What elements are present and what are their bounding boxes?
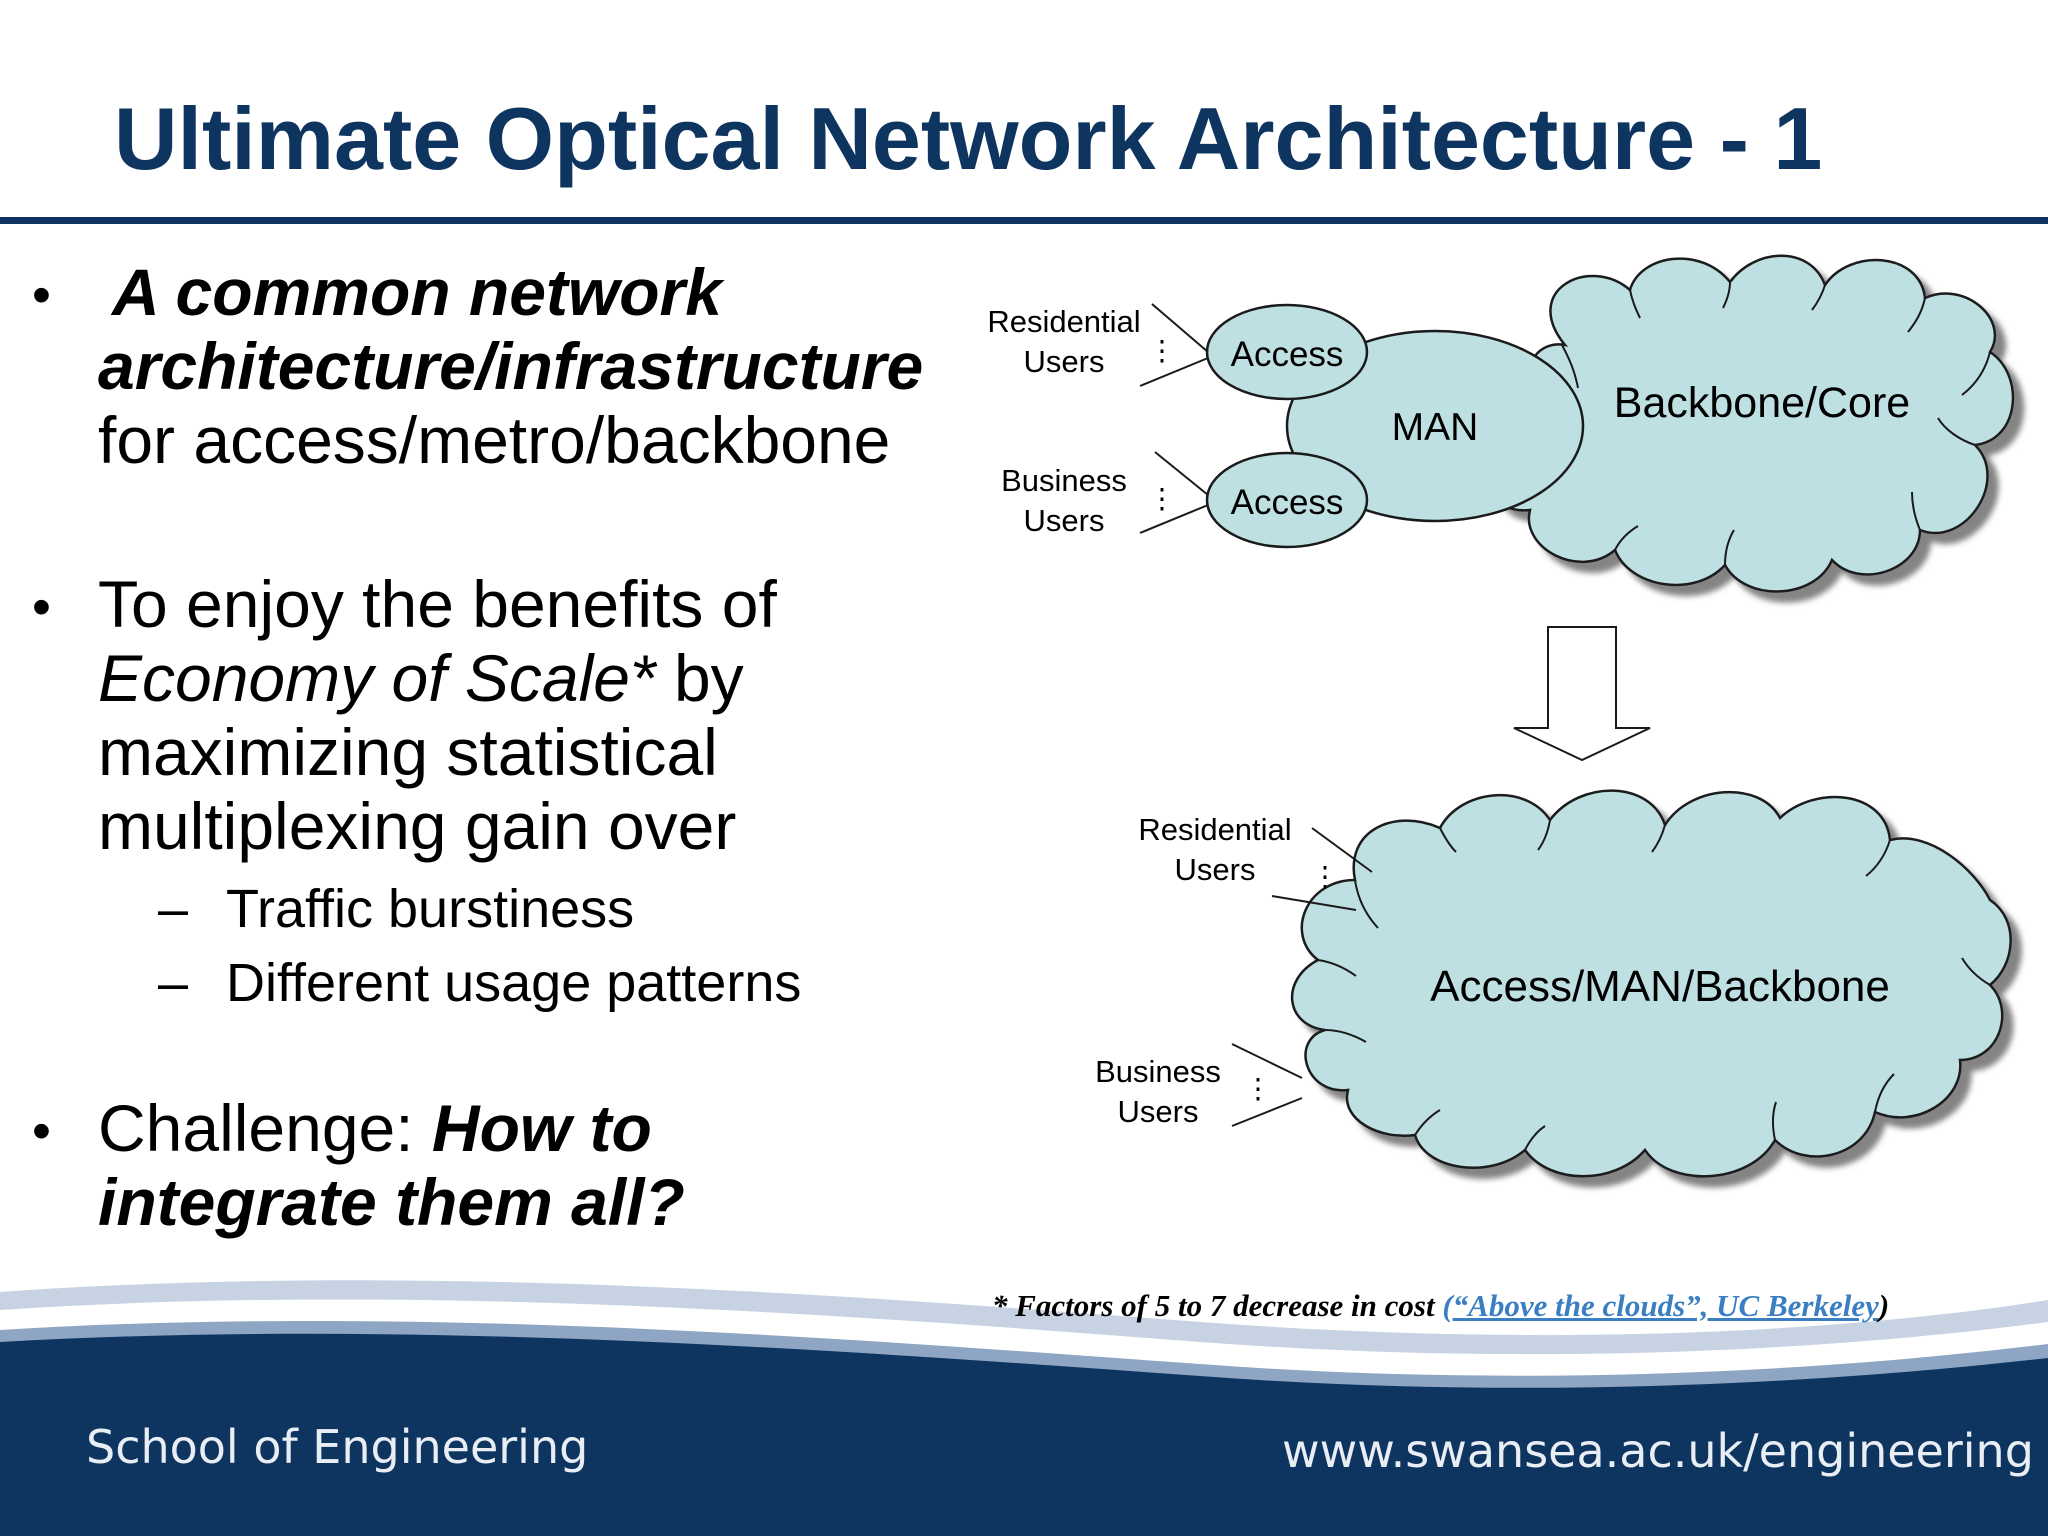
- bullet-list: • A common network architecture/infrastr…: [0, 0, 960, 1260]
- bullet-3-question-start: How to: [431, 1091, 652, 1165]
- bullet-2-line-2: Economy of Scale* by: [98, 640, 744, 716]
- slide-title: Ultimate Optical Network Architecture - …: [114, 89, 1823, 188]
- footer-school-name: School of Engineering: [86, 1420, 589, 1474]
- business-users-label-top-1: Business: [1001, 463, 1127, 498]
- bullet-marker: •: [32, 265, 51, 325]
- bullet-3-line-2: integrate them all?: [98, 1165, 685, 1239]
- bottom-network-diagram: Access/MAN/Backbone Residential Users Bu…: [1095, 789, 2012, 1178]
- sub-bullet-usage-patterns: Different usage patterns: [226, 953, 802, 1013]
- sub-bullet-dash: –: [158, 879, 189, 939]
- unified-network-label: Access/MAN/Backbone: [1430, 962, 1890, 1011]
- bullet-1-line-3: for access/metro/backbone: [98, 403, 891, 477]
- sub-bullet-traffic-burstiness: Traffic burstiness: [226, 879, 635, 939]
- footnote-text: * Factors of 5 to 7 decrease in cost: [992, 1288, 1443, 1323]
- unified-network-cloud: [1291, 789, 2012, 1178]
- business-users-label-bottom-1: Business: [1095, 1054, 1221, 1089]
- footnote-close: ): [1878, 1288, 1890, 1323]
- residential-users-label-top-1: Residential: [987, 304, 1140, 339]
- residential-users-label-top-2: Users: [1024, 344, 1105, 379]
- bullet-1-line-2: architecture/infrastructure: [98, 329, 924, 403]
- bullet-marker: •: [32, 577, 51, 637]
- bullet-3-line-1: Challenge: How to: [98, 1090, 652, 1166]
- ellipsis-icon: ⋮: [1311, 861, 1339, 892]
- bullet-2-line-3: maximizing statistical: [98, 715, 718, 789]
- man-label: MAN: [1392, 406, 1479, 449]
- footnote: * Factors of 5 to 7 decrease in cost (“A…: [992, 1288, 1889, 1324]
- residential-users-label-bottom-1: Residential: [1138, 812, 1291, 847]
- bullet-2-line-2-rest: by: [655, 641, 744, 715]
- bullet-2-line-4: multiplexing gain over: [98, 789, 737, 863]
- sub-bullet-dash: –: [158, 953, 189, 1013]
- ellipsis-icon: ⋮: [1244, 1073, 1272, 1104]
- bullet-2-line-1: To enjoy the benefits of: [98, 567, 777, 641]
- business-users-label-bottom-2: Users: [1118, 1094, 1199, 1129]
- footer-decoration: [0, 1280, 2048, 1536]
- backbone-core-label: Backbone/Core: [1614, 379, 1910, 427]
- ellipsis-icon: ⋮: [1148, 335, 1176, 366]
- bullet-marker: •: [32, 1101, 51, 1161]
- backbone-cloud-inner-arcs: [1561, 281, 1991, 566]
- top-network-diagram: Access Access MAN Backbone/Core Resident…: [987, 254, 2015, 593]
- title-underline: [0, 217, 2048, 224]
- ellipsis-icon: ⋮: [1148, 483, 1176, 514]
- access-node-bottom: [1205, 451, 1369, 549]
- footnote-reference-link[interactable]: (“Above the clouds”, UC Berkeley: [1442, 1288, 1879, 1323]
- economy-of-scale-term: Economy of Scale*: [98, 641, 656, 715]
- down-arrow-icon: [1513, 626, 1651, 762]
- access-bottom-label: Access: [1231, 483, 1344, 522]
- residential-users-label-bottom-2: Users: [1175, 852, 1256, 887]
- footer-url[interactable]: www.swansea.ac.uk/engineering: [1282, 1424, 2034, 1478]
- bottom-user-links: [1231, 827, 1373, 1127]
- unified-cloud-inner-arcs: [1317, 819, 1991, 1151]
- bullet-3-prefix: Challenge:: [98, 1091, 432, 1165]
- top-user-links: [1139, 303, 1209, 534]
- bullet-1-line-1: A common network: [112, 255, 722, 329]
- business-users-label-top-2: Users: [1024, 503, 1105, 538]
- man-node: [1285, 329, 1585, 523]
- access-top-label: Access: [1231, 335, 1344, 374]
